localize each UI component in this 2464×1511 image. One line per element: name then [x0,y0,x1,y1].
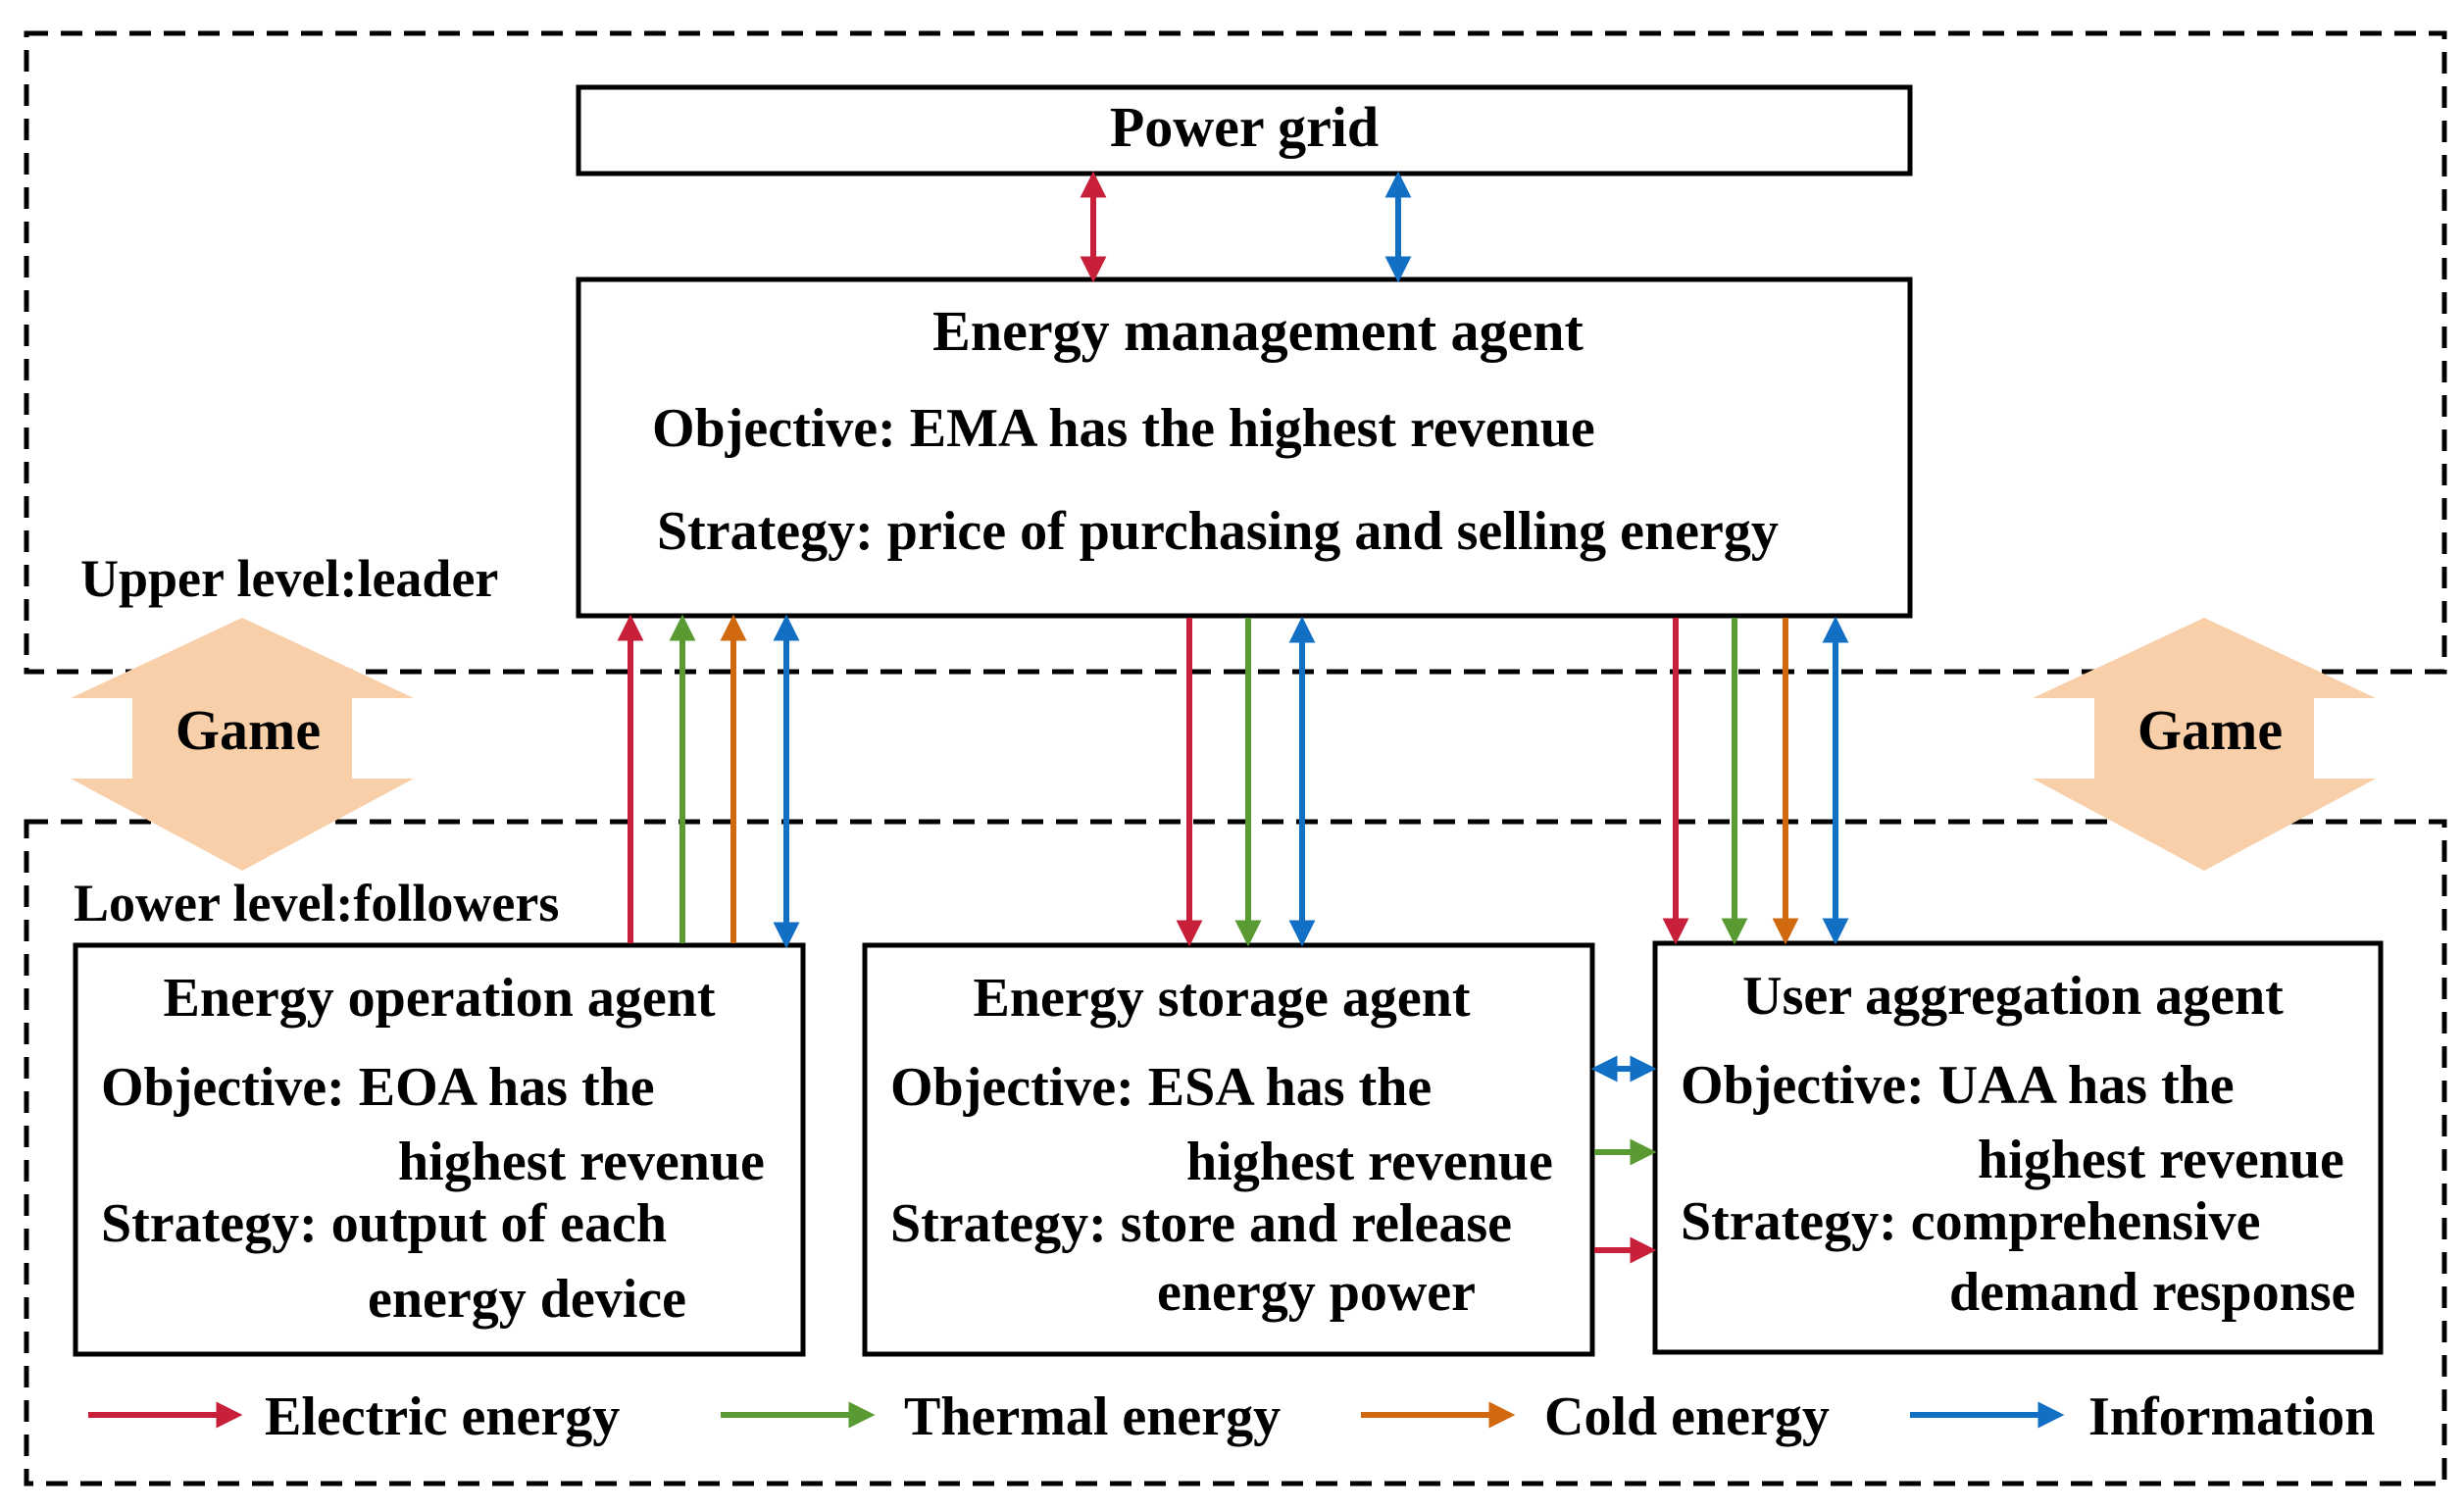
uaa-strategy-line1: Strategy: comprehensive [1681,1191,2261,1252]
game-arrow-right [2033,618,2376,871]
legend-thermal-label: Thermal energy [904,1386,1281,1447]
eoa-strategy-line2: energy device [368,1269,686,1330]
legend-item-electric: Electric energy [88,1386,620,1447]
eoa-strategy-line1: Strategy: output of each [101,1193,667,1254]
esa-objective-line1: Objective: ESA has the [890,1057,1432,1118]
uaa-objective-line2: highest revenue [1978,1130,2344,1190]
upper-level-label: Upper level:leader [80,549,498,608]
uaa-objective-line1: Objective: UAA has the [1681,1055,2235,1116]
game-arrow-left [71,618,414,871]
esa-objective-line2: highest revenue [1186,1132,1553,1192]
legend-cold-label: Cold energy [1544,1386,1830,1447]
energy-operation-agent-box: Energy operation agent Objective: EOA ha… [73,942,806,1357]
legend-item-cold: Cold energy [1361,1386,1830,1447]
game-label-left: Game [176,698,321,762]
eoa-objective-line1: Objective: EOA has the [101,1057,655,1118]
eoa-title: Energy operation agent [163,968,715,1029]
legend-information-label: Information [2088,1386,2375,1447]
lower-level-label: Lower level:followers [74,874,559,932]
ema-title: Energy management agent [932,299,1584,363]
game-label-right: Game [2137,698,2283,762]
lower-level-region [24,819,2447,1486]
esa-strategy-line2: energy power [1157,1262,1476,1323]
upper-level-region [24,30,2447,675]
legend-item-thermal: Thermal energy [721,1386,1281,1447]
energy-storage-agent-box: Energy storage agent Objective: ESA has … [862,942,1595,1357]
user-aggregation-agent-box: User aggregation agent Objective: UAA ha… [1652,940,2384,1355]
legend-item-information: Information [1910,1386,2375,1447]
legend: Electric energy Thermal energy Cold ener… [88,1386,2375,1447]
uaa-strategy-line2: demand response [1949,1262,2355,1323]
ema-objective: Objective: EMA has the highest revenue [652,398,1595,459]
power-grid-box: Power grid [576,84,1913,176]
ema-strategy: Strategy: price of purchasing and sellin… [657,501,1779,562]
esa-title: Energy storage agent [973,968,1470,1029]
power-grid-title: Power grid [1110,95,1379,159]
energy-management-agent-box: Energy management agent Objective: EMA h… [576,277,1913,619]
legend-electric-label: Electric energy [265,1386,620,1447]
eoa-objective-line2: highest revenue [398,1132,765,1192]
esa-strategy-line1: Strategy: store and release [890,1193,1512,1254]
uaa-title: User aggregation agent [1742,966,2284,1027]
